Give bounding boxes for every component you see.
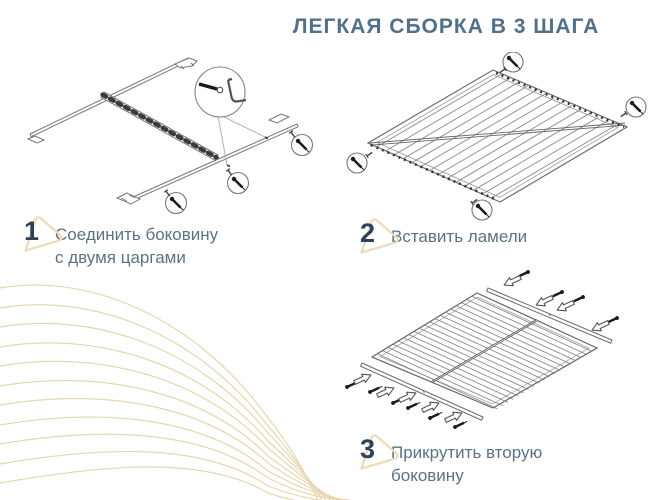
lamellas <box>376 73 617 199</box>
slat-pocket-rails <box>370 71 625 202</box>
step-marker-triangle-icon <box>360 434 399 470</box>
step-number: 1 <box>24 216 40 246</box>
detached-side-rail-top <box>486 287 613 344</box>
slat-frame <box>366 69 629 203</box>
step-marker-triangle-icon <box>24 216 63 252</box>
frame-rail-bottom <box>115 113 299 205</box>
slat-base-drawing <box>346 52 647 221</box>
screw-icon <box>404 399 423 412</box>
insert-arrow-icon <box>533 292 555 310</box>
step-number: 3 <box>360 434 376 464</box>
small-screw-icon <box>224 167 234 176</box>
second-side-attachment-drawing <box>343 268 621 431</box>
step-2: 2 Вставить ламели <box>354 210 631 254</box>
center-support-bar <box>369 122 626 146</box>
insert-arrow-icon <box>397 388 419 406</box>
screw-icon <box>426 409 445 422</box>
screw-callout-icons <box>162 129 314 215</box>
screw-callout-icons <box>346 52 647 221</box>
step3-illustration <box>335 262 650 442</box>
small-screw-icon <box>162 188 172 197</box>
step-label: Вставить ламели <box>391 227 528 246</box>
small-screw-icon <box>364 150 373 160</box>
center-support-bar <box>431 319 538 383</box>
insert-arrow-icon <box>420 398 442 416</box>
step-1-marker: 1 <box>22 214 66 254</box>
wave-decoration <box>0 284 351 500</box>
step-1: 1 Соединить боковину с двумя царгами <box>18 208 295 269</box>
step-2-marker: 2 <box>358 216 402 256</box>
step-3: 3 Прикрутить вторую боковину <box>354 426 631 487</box>
step-label: Соединить боковину с двумя царгами <box>55 225 219 267</box>
detached-side-rail-bottom <box>359 362 484 421</box>
step-label: Прикрутить вторую боковину <box>391 443 543 485</box>
step2-illustration <box>340 52 650 222</box>
page-title: ЛЕГКАЯ СБОРКА В 3 ШАГА <box>292 15 600 38</box>
step-number: 2 <box>360 218 376 248</box>
step-marker-triangle-icon <box>360 218 399 254</box>
insert-arrow-icon <box>501 272 523 290</box>
insert-arrow-icon <box>554 297 576 315</box>
small-screw-icon <box>287 129 297 138</box>
detail-magnifier-circle-icon <box>194 66 266 166</box>
step1-illustration <box>15 50 315 215</box>
insert-arrow-icon <box>375 383 397 401</box>
insert-arrow-icon <box>352 370 374 388</box>
step-3-marker: 3 <box>358 432 402 472</box>
side-rail-assembly-drawing <box>26 57 314 215</box>
